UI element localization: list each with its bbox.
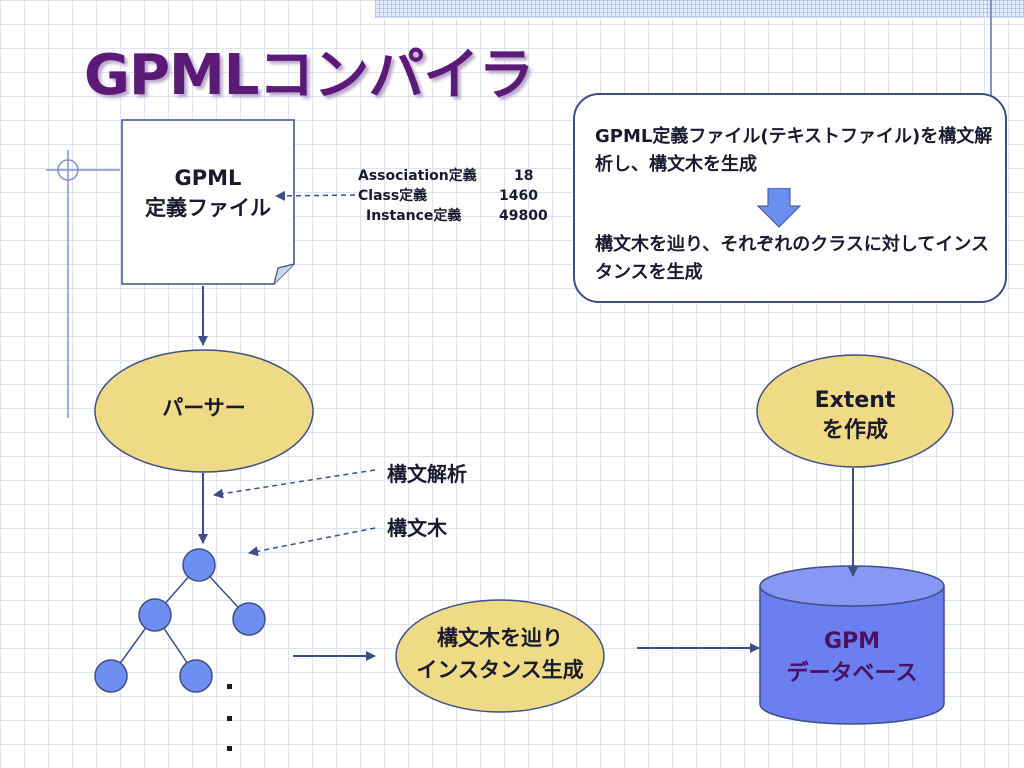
traverse-label: 構文木を辿り インスタンス生成 <box>395 622 605 686</box>
database-label-line1: GPM <box>823 629 881 654</box>
dashed-arrow-parse <box>213 469 376 499</box>
down-arrow-icon <box>757 188 801 228</box>
stats-value: 1460 <box>499 188 538 204</box>
tree-node-left <box>138 598 172 632</box>
tree-node-leaf-1 <box>94 659 128 693</box>
extent-label-line2: を作成 <box>821 418 888 443</box>
parser-label: パーサー <box>162 396 246 420</box>
tree-node-right <box>232 602 266 636</box>
database-label: GPM データベース <box>760 626 944 690</box>
stats-name: Class定義 <box>358 188 428 204</box>
decorative-line <box>990 0 992 135</box>
page-title: GPMLコンパイラ <box>84 43 534 108</box>
stats-name: Instance定義 <box>366 208 462 224</box>
file-label-line2: 定義ファイル <box>145 196 271 220</box>
tree-node-leaf-2 <box>179 659 213 693</box>
ellipsis-dots <box>227 684 232 751</box>
file-label: GPML 定義ファイル <box>122 163 294 223</box>
stats-value: 18 <box>514 168 534 184</box>
database-cylinder <box>759 565 945 725</box>
annotation-tree: 構文木 <box>387 516 447 540</box>
traverse-ellipse <box>395 599 605 713</box>
crosshair-decoration <box>46 150 120 418</box>
note-text-2: 構文木を辿り、それぞれのクラスに対してインスタンスを生成 <box>595 234 990 283</box>
gpml-file-document <box>121 119 295 285</box>
extent-ellipse <box>756 354 954 468</box>
extent-label: Extent を作成 <box>757 386 953 446</box>
parser-ellipse <box>94 349 314 473</box>
tree-node-root <box>182 548 216 582</box>
dashed-arrow-stats <box>275 190 356 201</box>
traverse-label-line1: 構文木を辿り <box>437 626 563 650</box>
syntax-tree <box>94 548 266 693</box>
annotation-parse: 構文解析 <box>387 462 467 486</box>
traverse-label-line2: インスタンス生成 <box>416 658 584 682</box>
database-label-line2: データベース <box>786 661 918 686</box>
note-box: GPML定義ファイル(テキストファイル)を構文解析し、構文木を生成 構文木を辿り… <box>573 93 1007 303</box>
file-label-line1: GPML <box>174 166 242 190</box>
dashed-arrow-tree <box>248 527 376 557</box>
header-band <box>375 0 1024 18</box>
stats-value: 49800 <box>499 208 548 224</box>
note-text-1: GPML定義ファイル(テキストファイル)を構文解析し、構文木を生成 <box>595 126 993 175</box>
stats-name: Association定義 <box>358 168 477 184</box>
extent-label-line1: Extent <box>814 388 896 413</box>
